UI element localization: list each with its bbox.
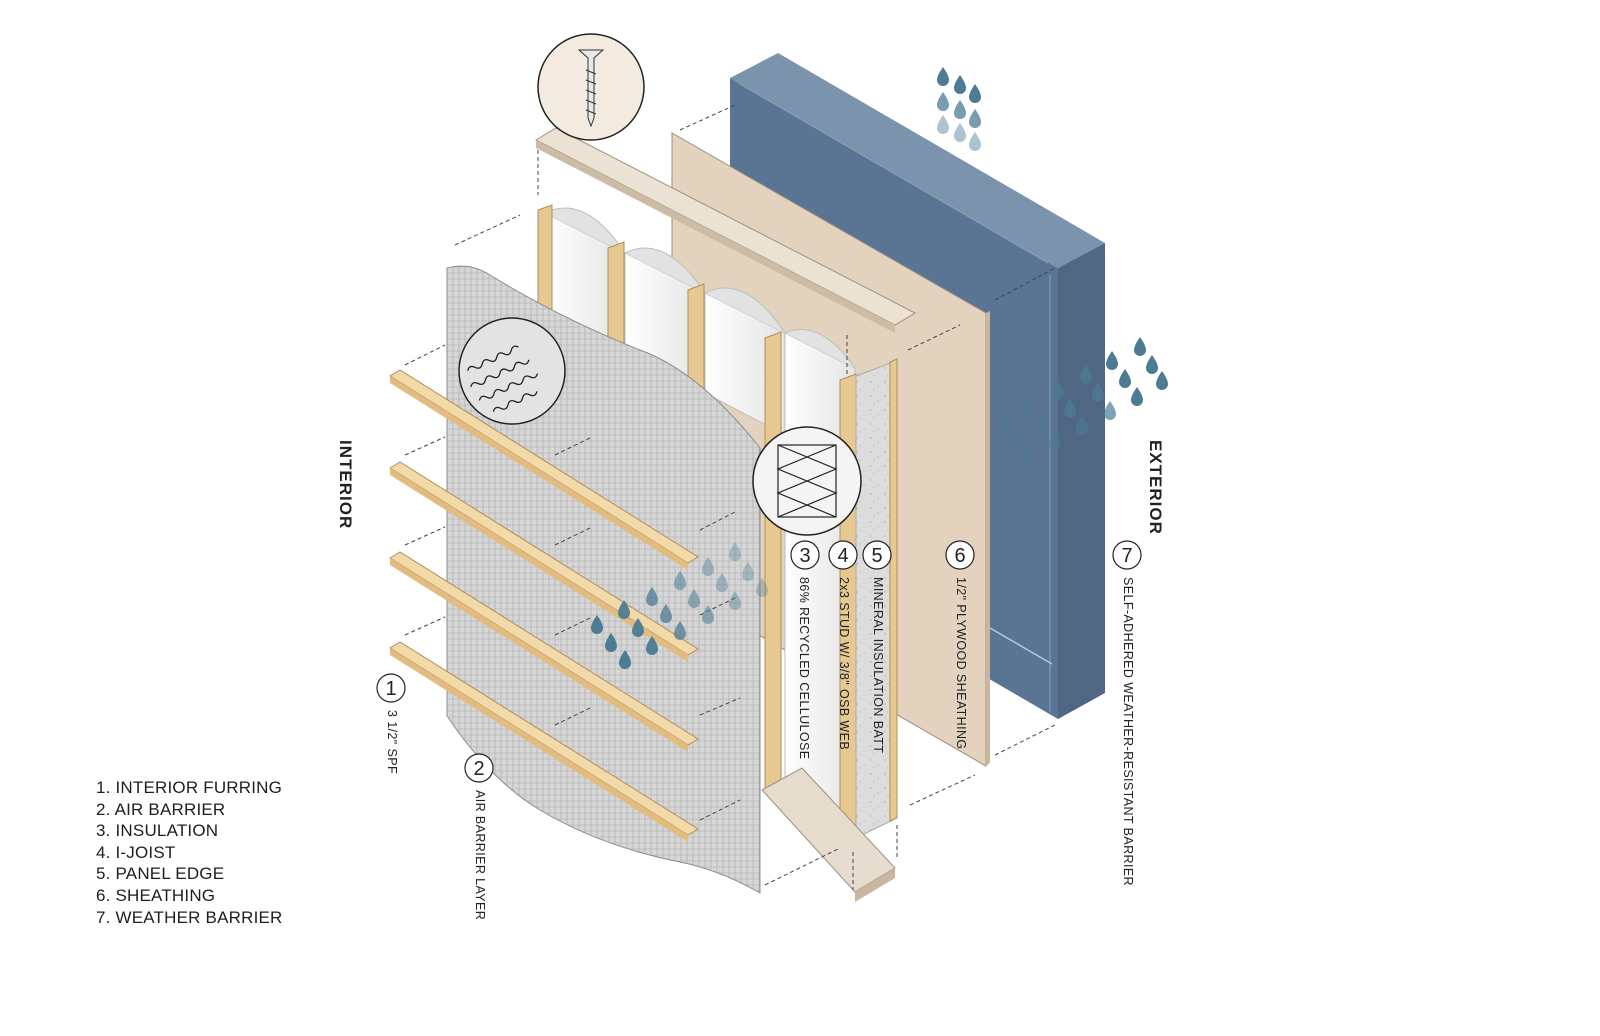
- water-drop-icon: [729, 542, 741, 561]
- legend-item: 7. WEATHER BARRIER: [96, 907, 283, 927]
- callout-detail: AIR BARRIER LAYER: [473, 790, 487, 920]
- water-drop-icon: [954, 100, 966, 119]
- water-drop-icon: [646, 587, 658, 606]
- water-drop-icon: [1076, 416, 1088, 435]
- callout-detail: SELF-ADHERED WEATHER-RESISTANT BARRIER: [1121, 577, 1135, 886]
- callout-number: 4: [837, 545, 848, 567]
- water-drop-icon: [756, 578, 768, 597]
- water-drop-icon: [1080, 365, 1092, 384]
- water-drop-icon: [660, 604, 672, 623]
- callout-5: 5 MINERAL INSULATION BATT: [862, 540, 892, 753]
- water-drop-icon: [605, 633, 617, 652]
- callout-3: 3 86% RECYCLED CELLULOSE: [790, 540, 820, 759]
- water-drop-icon: [969, 132, 981, 151]
- bottom-plate: [761, 767, 896, 902]
- water-drop-icon: [688, 589, 700, 608]
- legend-item: 4. I-JOIST: [96, 842, 176, 862]
- callout-detail: 86% RECYCLED CELLULOSE: [797, 577, 811, 759]
- water-drop-icon: [1119, 369, 1131, 388]
- legend-item: 3. INSULATION: [96, 821, 219, 841]
- callout-1: 1 3 1/2" SPF: [376, 673, 406, 774]
- water-drop-icon: [1146, 355, 1158, 374]
- water-drop-icon: [1106, 351, 1118, 370]
- component-legend: 1. INTERIOR FURRING 2. AIR BARRIER 3. IN…: [96, 777, 283, 928]
- assembly-arrows: [404, 104, 1056, 890]
- callout-number: 2: [473, 758, 484, 780]
- water-drop-icon: [1052, 381, 1064, 400]
- interior-furring-strips: [389, 369, 699, 842]
- water-drop-icon: [954, 75, 966, 94]
- callout-4: 4 2x3 STUD W/ 3/8" OSB WEB: [828, 540, 858, 750]
- callout-number: 6: [954, 545, 965, 567]
- water-drop-icon: [1049, 431, 1061, 450]
- callout-number: 7: [1121, 545, 1132, 567]
- water-drop-icon: [1024, 395, 1036, 414]
- top-plate: [534, 127, 917, 333]
- water-drops: [591, 67, 1168, 669]
- water-drop-icon: [646, 636, 658, 655]
- water-drop-icon: [969, 84, 981, 103]
- callout-detail: 3 1/2" SPF: [385, 710, 399, 774]
- legend-item: 5. PANEL EDGE: [96, 864, 225, 884]
- callout-number: 5: [871, 545, 882, 567]
- water-drop-icon: [742, 562, 754, 581]
- exterior-label: EXTERIOR: [1146, 440, 1165, 535]
- callout-6: 6 1/2" PLYWOOD SHEATHING: [945, 540, 975, 750]
- water-drop-icon: [702, 605, 714, 624]
- water-drop-icon: [1104, 401, 1116, 420]
- insulation-batt-detail-icon: [752, 426, 862, 536]
- water-drop-icon: [996, 411, 1008, 430]
- water-drop-icon: [1020, 445, 1032, 464]
- water-drop-icon: [937, 92, 949, 111]
- water-drop-icon: [1092, 383, 1104, 402]
- water-drop-icon: [937, 67, 949, 86]
- callout-number: 1: [385, 678, 396, 700]
- screw-detail-icon: [537, 33, 645, 141]
- legend-item: 1. INTERIOR FURRING: [96, 778, 283, 797]
- water-drop-icon: [969, 109, 981, 128]
- air-barrier-weave-detail-icon: [458, 317, 566, 425]
- water-drop-icon: [716, 573, 728, 592]
- water-drop-icon: [702, 557, 714, 576]
- water-drop-icon: [729, 591, 741, 610]
- callout-number: 3: [799, 545, 810, 567]
- callout-detail: MINERAL INSULATION BATT: [871, 577, 885, 753]
- legend-item: 2. AIR BARRIER: [96, 799, 226, 819]
- callout-2: 2 AIR BARRIER LAYER: [464, 753, 494, 920]
- callout-detail: 2x3 STUD W/ 3/8" OSB WEB: [837, 577, 851, 750]
- callout-7: 7 SELF-ADHERED WEATHER-RESISTANT BARRIER: [1112, 540, 1142, 886]
- water-drop-icon: [619, 650, 631, 669]
- callout-detail: 1/2" PLYWOOD SHEATHING: [954, 577, 968, 750]
- water-drop-icon: [1064, 399, 1076, 418]
- water-drop-icon: [674, 621, 686, 640]
- water-drop-icon: [1008, 427, 1020, 446]
- water-drop-icon: [618, 600, 630, 619]
- water-drop-icon: [632, 618, 644, 637]
- water-drop-icon: [954, 123, 966, 142]
- water-drop-icon: [1134, 337, 1146, 356]
- water-drop-icon: [591, 615, 603, 634]
- water-drop-icon: [1131, 387, 1143, 406]
- water-drop-icon: [674, 571, 686, 590]
- mineral-insulation-batt: [855, 358, 898, 839]
- water-drop-icon: [1156, 371, 1168, 390]
- interior-label: INTERIOR: [336, 440, 355, 529]
- water-drop-icon: [937, 115, 949, 134]
- water-drop-icon: [1037, 413, 1049, 432]
- legend-item: 6. SHEATHING: [96, 885, 216, 905]
